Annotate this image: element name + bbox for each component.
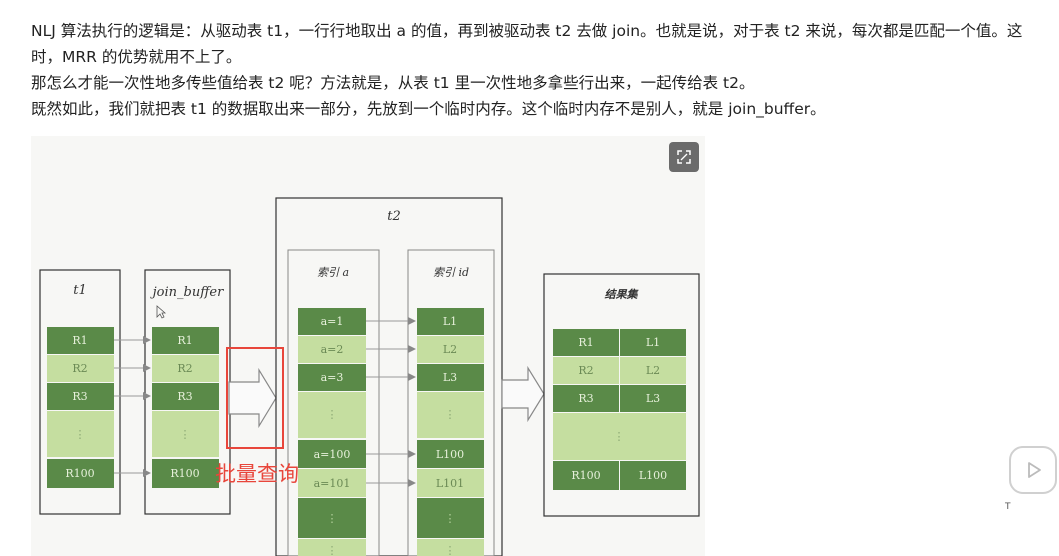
index-id-title: 索引 id <box>433 266 469 279</box>
svg-text:L1: L1 <box>646 336 660 349</box>
result-title: 结果集 <box>605 288 640 301</box>
t1-row-label: R1 <box>72 334 87 347</box>
t1-row <box>47 355 114 382</box>
buffer-rows: R1 R2 R3 ⋮ R100 <box>152 327 219 488</box>
diagram-svg: t1 R1 R2 R3 ⋮ R100 join_buffer R1 R2 R3 … <box>39 197 700 556</box>
batch-arrow <box>228 367 277 429</box>
svg-text:⋮: ⋮ <box>327 544 338 556</box>
t1-title: t1 <box>73 283 87 298</box>
index-id-box <box>407 249 495 556</box>
svg-text:⋮: ⋮ <box>445 544 456 556</box>
t2-box <box>275 197 503 556</box>
svg-text:R1: R1 <box>578 336 593 349</box>
buffer-row-label: R3 <box>177 390 192 403</box>
result-arrow <box>501 365 545 423</box>
index-arrows <box>366 317 416 487</box>
svg-text:L1: L1 <box>443 315 457 328</box>
svg-text:L101: L101 <box>436 477 464 490</box>
buffer-row <box>152 383 219 410</box>
svg-text:⋮: ⋮ <box>445 408 456 421</box>
t1-row-label: R3 <box>72 390 87 403</box>
paragraph-2: 那怎么才能一次性地多传些值给表 t2 呢？方法就是，从表 t1 里一次性地多拿些… <box>31 74 755 92</box>
t1-row <box>47 459 114 488</box>
t1-buffer-arrows <box>114 336 151 477</box>
video-player-button[interactable] <box>1009 446 1057 494</box>
result-box <box>543 273 700 517</box>
cursor-icon <box>156 305 167 319</box>
svg-text:L100: L100 <box>436 448 464 461</box>
svg-text:R3: R3 <box>578 392 593 405</box>
expand-image-button[interactable] <box>669 142 699 172</box>
svg-text:a=2: a=2 <box>321 343 344 356</box>
t1-row <box>47 327 114 354</box>
svg-text:L100: L100 <box>639 469 667 482</box>
result-rows: R1 L1 R2 L2 R3 L3 ⋮ R100 L100 <box>553 329 686 490</box>
t1-box <box>39 269 121 515</box>
t1-rows: R1 R2 R3 ⋮ R100 <box>47 327 114 488</box>
batch-query-label: 批量查询 <box>215 462 299 486</box>
buffer-row <box>152 355 219 382</box>
t1-row <box>47 411 114 457</box>
paragraph-1: NLJ 算法执行的逻辑是：从驱动表 t1，一行行地取出 a 的值，再到被驱动表 … <box>31 22 1023 66</box>
index-a-box <box>287 249 380 556</box>
svg-text:⋮: ⋮ <box>327 408 338 421</box>
svg-text:a=1: a=1 <box>321 315 344 328</box>
svg-text:⋮: ⋮ <box>327 512 338 525</box>
svg-text:⋮: ⋮ <box>614 430 625 443</box>
expand-icon <box>677 150 691 164</box>
player-small-label: T <box>1005 502 1011 512</box>
svg-text:R2: R2 <box>578 364 593 377</box>
t1-row <box>47 383 114 410</box>
index-a-rows: a=1 a=2 a=3 ⋮ a=100 a=101 ⋮ ⋮ <box>298 308 366 556</box>
t1-row-label: R100 <box>65 467 94 480</box>
article-body: NLJ 算法执行的逻辑是：从驱动表 t1，一行行地取出 a 的值，再到被驱动表 … <box>31 18 1031 122</box>
paragraph-3: 既然如此，我们就把表 t1 的数据取出来一部分，先放到一个临时内存。这个临时内存… <box>31 100 826 118</box>
buffer-row-label: R1 <box>177 334 192 347</box>
svg-text:a=3: a=3 <box>321 371 344 384</box>
t1-row-label: R2 <box>72 362 87 375</box>
svg-text:⋮: ⋮ <box>445 512 456 525</box>
buffer-row <box>152 459 219 488</box>
join-buffer-diagram: t1 R1 R2 R3 ⋮ R100 join_buffer R1 R2 R3 … <box>31 136 705 556</box>
index-id-rows: L1 L2 L3 ⋮ L100 L101 ⋮ ⋮ <box>417 308 484 556</box>
svg-text:L2: L2 <box>646 364 660 377</box>
t1-row-label: ⋮ <box>75 428 86 441</box>
buffer-row-label: R100 <box>170 467 199 480</box>
buffer-row-label: ⋮ <box>180 428 191 441</box>
buffer-row-label: R2 <box>177 362 192 375</box>
batch-highlight-box <box>226 347 284 449</box>
join-buffer-title: join_buffer <box>150 285 224 300</box>
t2-title: t2 <box>387 209 401 224</box>
svg-text:R100: R100 <box>571 469 600 482</box>
svg-text:L2: L2 <box>443 343 457 356</box>
buffer-row <box>152 411 219 457</box>
svg-text:L3: L3 <box>646 392 660 405</box>
index-a-title: 索引 a <box>317 266 349 279</box>
buffer-row <box>152 327 219 354</box>
svg-text:L3: L3 <box>443 371 457 384</box>
play-icon <box>1028 462 1041 478</box>
svg-text:a=100: a=100 <box>314 448 351 461</box>
svg-text:a=101: a=101 <box>314 477 351 490</box>
